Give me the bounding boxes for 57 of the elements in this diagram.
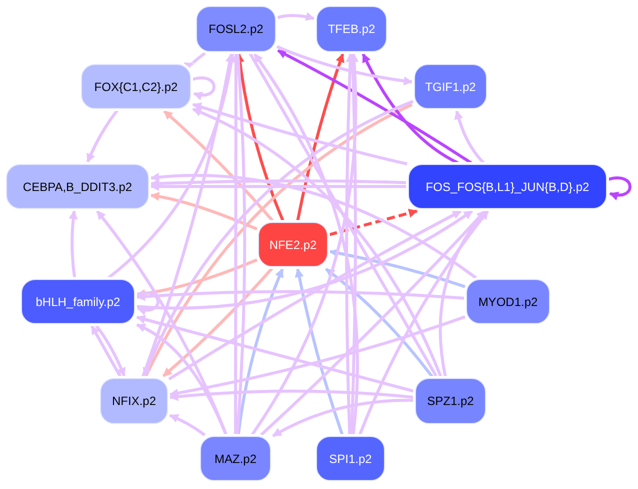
arrow xyxy=(454,110,485,164)
arrow xyxy=(296,53,344,222)
gene-node: FOSL2.p2 xyxy=(196,6,276,52)
gene-node: TGIF1.p2 xyxy=(414,64,487,109)
gene-node: SPI1.p2 xyxy=(316,436,385,481)
arrow xyxy=(192,108,442,378)
arrow xyxy=(294,268,344,436)
arrow xyxy=(163,110,274,222)
arrow xyxy=(184,52,206,70)
arrow xyxy=(136,210,474,310)
arrow xyxy=(192,76,216,100)
arrow xyxy=(136,323,228,436)
arrow xyxy=(141,53,234,378)
gene-node: NFE2.p2 xyxy=(258,222,328,267)
arrow xyxy=(150,182,407,191)
arrow xyxy=(136,292,160,315)
arrow xyxy=(169,315,466,398)
arrow xyxy=(608,176,632,200)
arrow xyxy=(438,210,487,378)
gene-node: MYOD1.p2 xyxy=(466,279,550,324)
arrow xyxy=(86,109,119,163)
arrow xyxy=(362,53,459,164)
gene-node: SPZ1.p2 xyxy=(415,378,486,424)
arrow xyxy=(276,12,315,21)
arrow xyxy=(150,178,408,188)
arrow xyxy=(272,398,414,438)
arrow xyxy=(260,210,486,436)
arrow xyxy=(192,102,408,166)
arrow xyxy=(325,268,434,378)
gene-node: NFIX.p2 xyxy=(100,378,168,424)
arrow xyxy=(169,414,206,436)
arrow xyxy=(329,248,466,288)
arrow xyxy=(162,267,274,378)
arrow xyxy=(107,53,236,280)
arrow xyxy=(236,268,284,436)
arrow xyxy=(136,290,466,302)
arrow xyxy=(150,192,258,230)
arrow xyxy=(68,210,78,278)
gene-node: bHLH_family.p2 xyxy=(21,279,135,324)
arrow xyxy=(328,208,418,236)
gene-node: FOS_FOS{B,L1}_JUN{B,D}.p2 xyxy=(408,164,607,209)
arrow xyxy=(96,210,228,436)
gene-node: CEBPA,B_DDIT3.p2 xyxy=(6,164,149,209)
arrow xyxy=(94,324,126,377)
gene-node: FOX{C1,C2}.p2 xyxy=(81,64,191,109)
arrow xyxy=(358,210,490,436)
arrow xyxy=(277,49,472,164)
arrow xyxy=(276,45,413,86)
arrow xyxy=(168,210,462,380)
arrow xyxy=(136,258,258,298)
arrow xyxy=(169,390,414,402)
gene-node: TFEB.p2 xyxy=(316,6,387,52)
arrow xyxy=(90,325,122,378)
arrow xyxy=(150,172,478,280)
arrow xyxy=(136,315,414,393)
gene-node: MAZ.p2 xyxy=(200,436,271,481)
arrow xyxy=(231,53,240,435)
